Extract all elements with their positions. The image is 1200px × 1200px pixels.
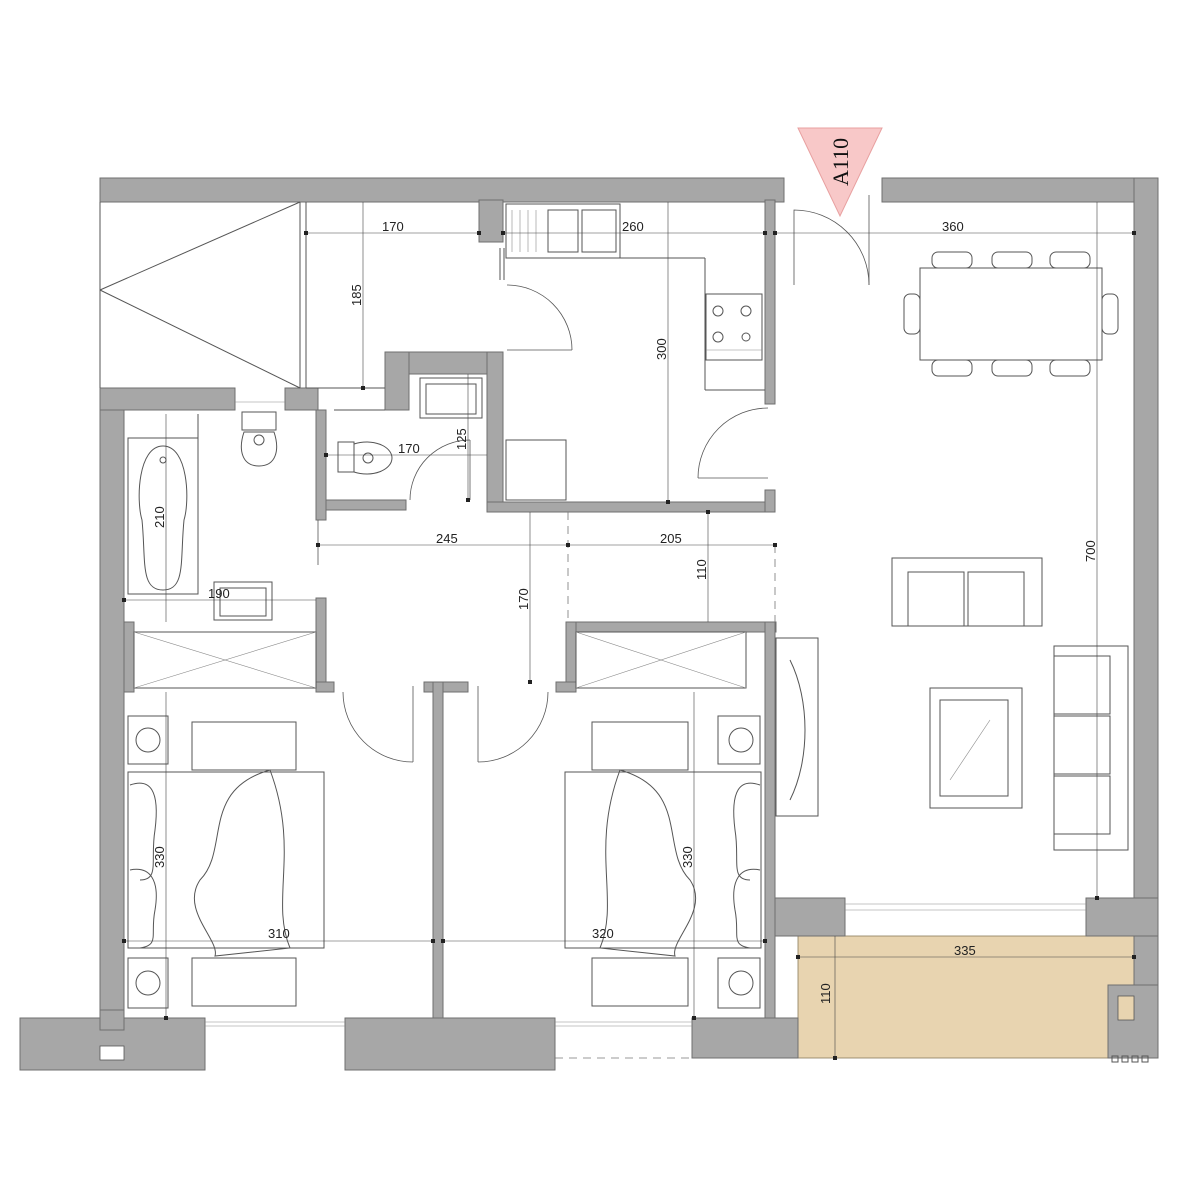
dim-label: 320 <box>592 926 614 941</box>
unit-code: A110 <box>828 138 853 186</box>
dim-label: 170 <box>516 588 531 610</box>
entry-arrow-icon <box>797 127 883 218</box>
dim-label: 185 <box>349 284 364 306</box>
dim-label: 110 <box>694 559 709 580</box>
walls <box>19 177 1159 1071</box>
dim-label: 245 <box>436 531 458 546</box>
entry-marker: A110 <box>797 127 883 218</box>
dim-label: 205 <box>660 531 682 546</box>
nightstand-icon <box>717 957 761 1009</box>
kitchen <box>499 203 765 501</box>
dimension-lines <box>122 202 1136 1060</box>
dim-label: 330 <box>680 846 695 868</box>
bed-left-icon <box>127 771 325 949</box>
bed-right-icon <box>564 771 762 949</box>
wc-toilet-icon <box>337 441 355 473</box>
balcony-drain <box>1111 1055 1149 1063</box>
toilet-icon <box>241 411 277 431</box>
dim-label: 700 <box>1083 540 1098 562</box>
wc-basin-icon <box>419 377 483 419</box>
wardrobes <box>133 631 747 689</box>
balcony-area <box>797 935 1135 1059</box>
dim-label: 260 <box>622 219 644 234</box>
dim-label: 125 <box>454 428 469 450</box>
dining-table-icon <box>919 267 1103 361</box>
bathroom <box>127 377 483 621</box>
coffee-table-icon <box>929 687 1023 809</box>
sink-icon <box>505 203 621 259</box>
dim-label: 190 <box>208 586 230 601</box>
sofa-icon <box>891 557 1043 627</box>
entrance-door <box>793 209 870 286</box>
windows <box>205 401 1086 1059</box>
dining-chairs <box>903 251 1119 377</box>
doors <box>317 195 870 763</box>
nightstand-icon <box>717 715 761 765</box>
dim-label: 170 <box>398 441 420 456</box>
nightstand-icon <box>127 957 169 1009</box>
dim-label: 170 <box>382 219 404 234</box>
dim-label: 310 <box>268 926 290 941</box>
dim-label: 330 <box>152 846 167 868</box>
sofa-icon <box>1053 645 1129 851</box>
dimension-labels: 170 260 360 185 300 125 170 210 190 245 … <box>152 219 1098 1004</box>
dim-label: 300 <box>654 338 669 360</box>
dim-label: 110 <box>818 983 833 1004</box>
storage-room <box>99 201 385 389</box>
living-room <box>891 251 1129 851</box>
tv-unit-icon <box>775 637 819 817</box>
dim-label: 335 <box>954 943 976 958</box>
bedroom-left <box>127 715 325 1009</box>
dim-label: 360 <box>942 219 964 234</box>
dim-label: 210 <box>152 506 167 528</box>
fridge-icon <box>505 439 567 501</box>
stove-icon <box>705 293 763 361</box>
nightstand-icon <box>127 715 169 765</box>
bedroom-right <box>564 637 819 1009</box>
